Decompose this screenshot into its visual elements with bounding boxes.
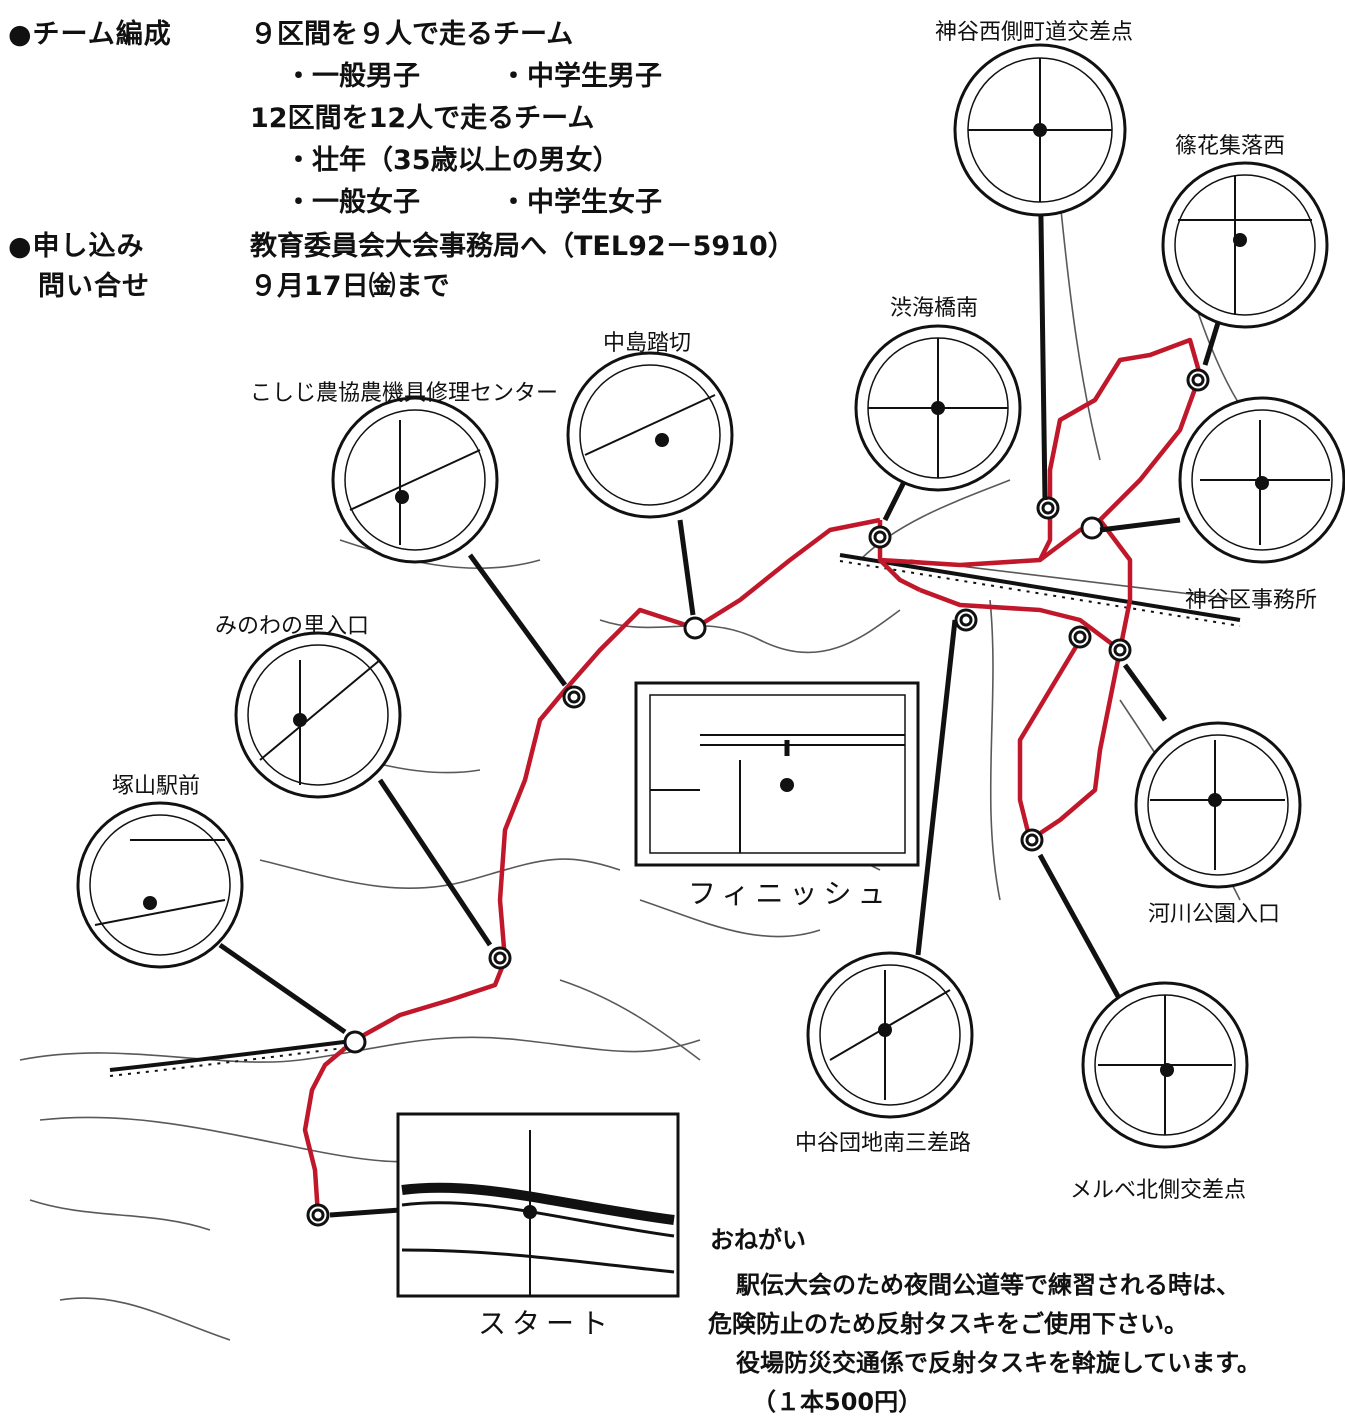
team-general-women: ・一般女子 [285, 187, 420, 218]
label-kamiya-office: 神谷区事務所 [1185, 588, 1318, 613]
apply-contact: 教育委員会大会事務局へ（TEL92－5910） [250, 231, 795, 262]
apply-label: ●申し込み [8, 231, 145, 262]
label-tsukayama-station: 塚山駅前 [112, 774, 201, 799]
label-nakaya-junction: 中谷団地南三差路 [795, 1131, 972, 1156]
label-shibumi-bridge: 渋海橋南 [890, 296, 979, 321]
label-shinoge-west: 篠花集落西 [1175, 134, 1286, 159]
label-merube-intersection: メルベ北側交差点 [1070, 1178, 1247, 1203]
notice-title: おねがい [710, 1226, 806, 1254]
circle-center-dots [143, 123, 1269, 1077]
notice-line-2: 危険防止のため反射タスキをご使用下さい。 [708, 1310, 1188, 1338]
start-inset [396, 1112, 680, 1298]
notice-line-1: 駅伝大会のため夜間公道等で練習される時は、 [736, 1271, 1240, 1299]
inquiry-label: 問い合せ [38, 271, 150, 302]
finish-inset [634, 681, 920, 867]
detail-circles [76, 43, 1345, 1149]
notice-line-3: 役場防災交通係で反射タスキを斡旋しています。 [736, 1349, 1261, 1377]
notice-line-4: （１本500円） [752, 1388, 923, 1416]
team-general-men: ・一般男子 [285, 61, 420, 92]
team-label: ●チーム編成 [8, 19, 172, 50]
start-caption: スタート [478, 1307, 615, 1340]
team-9-section: ９区間を９人で走るチーム [250, 19, 574, 50]
finish-caption: フィニッシュ [688, 877, 892, 910]
course-route [302, 337, 1203, 1216]
label-kamiya-west-intersection: 神谷西側町道交差点 [935, 20, 1134, 45]
label-koshiji-center: こしじ農協農機具修理センター [250, 381, 559, 406]
team-junior-men: ・中学生男子 [500, 61, 662, 92]
team-junior-women: ・中学生女子 [500, 187, 662, 218]
apply-deadline: ９月17日㈮まで [250, 271, 450, 302]
pointer-lines [218, 149, 1228, 1218]
team-senior: ・壮年（35歳以上の男女） [285, 145, 620, 176]
checkpoints [306, 368, 1210, 1227]
label-minowa-entrance: みのわの里入口 [215, 614, 370, 639]
railway [109, 553, 1241, 1072]
label-nakajima-crossing: 中島踏切 [603, 331, 692, 356]
team-12-section: 12区間を12人で走るチーム [250, 103, 595, 134]
label-river-park-entrance: 河川公園入口 [1148, 902, 1281, 927]
